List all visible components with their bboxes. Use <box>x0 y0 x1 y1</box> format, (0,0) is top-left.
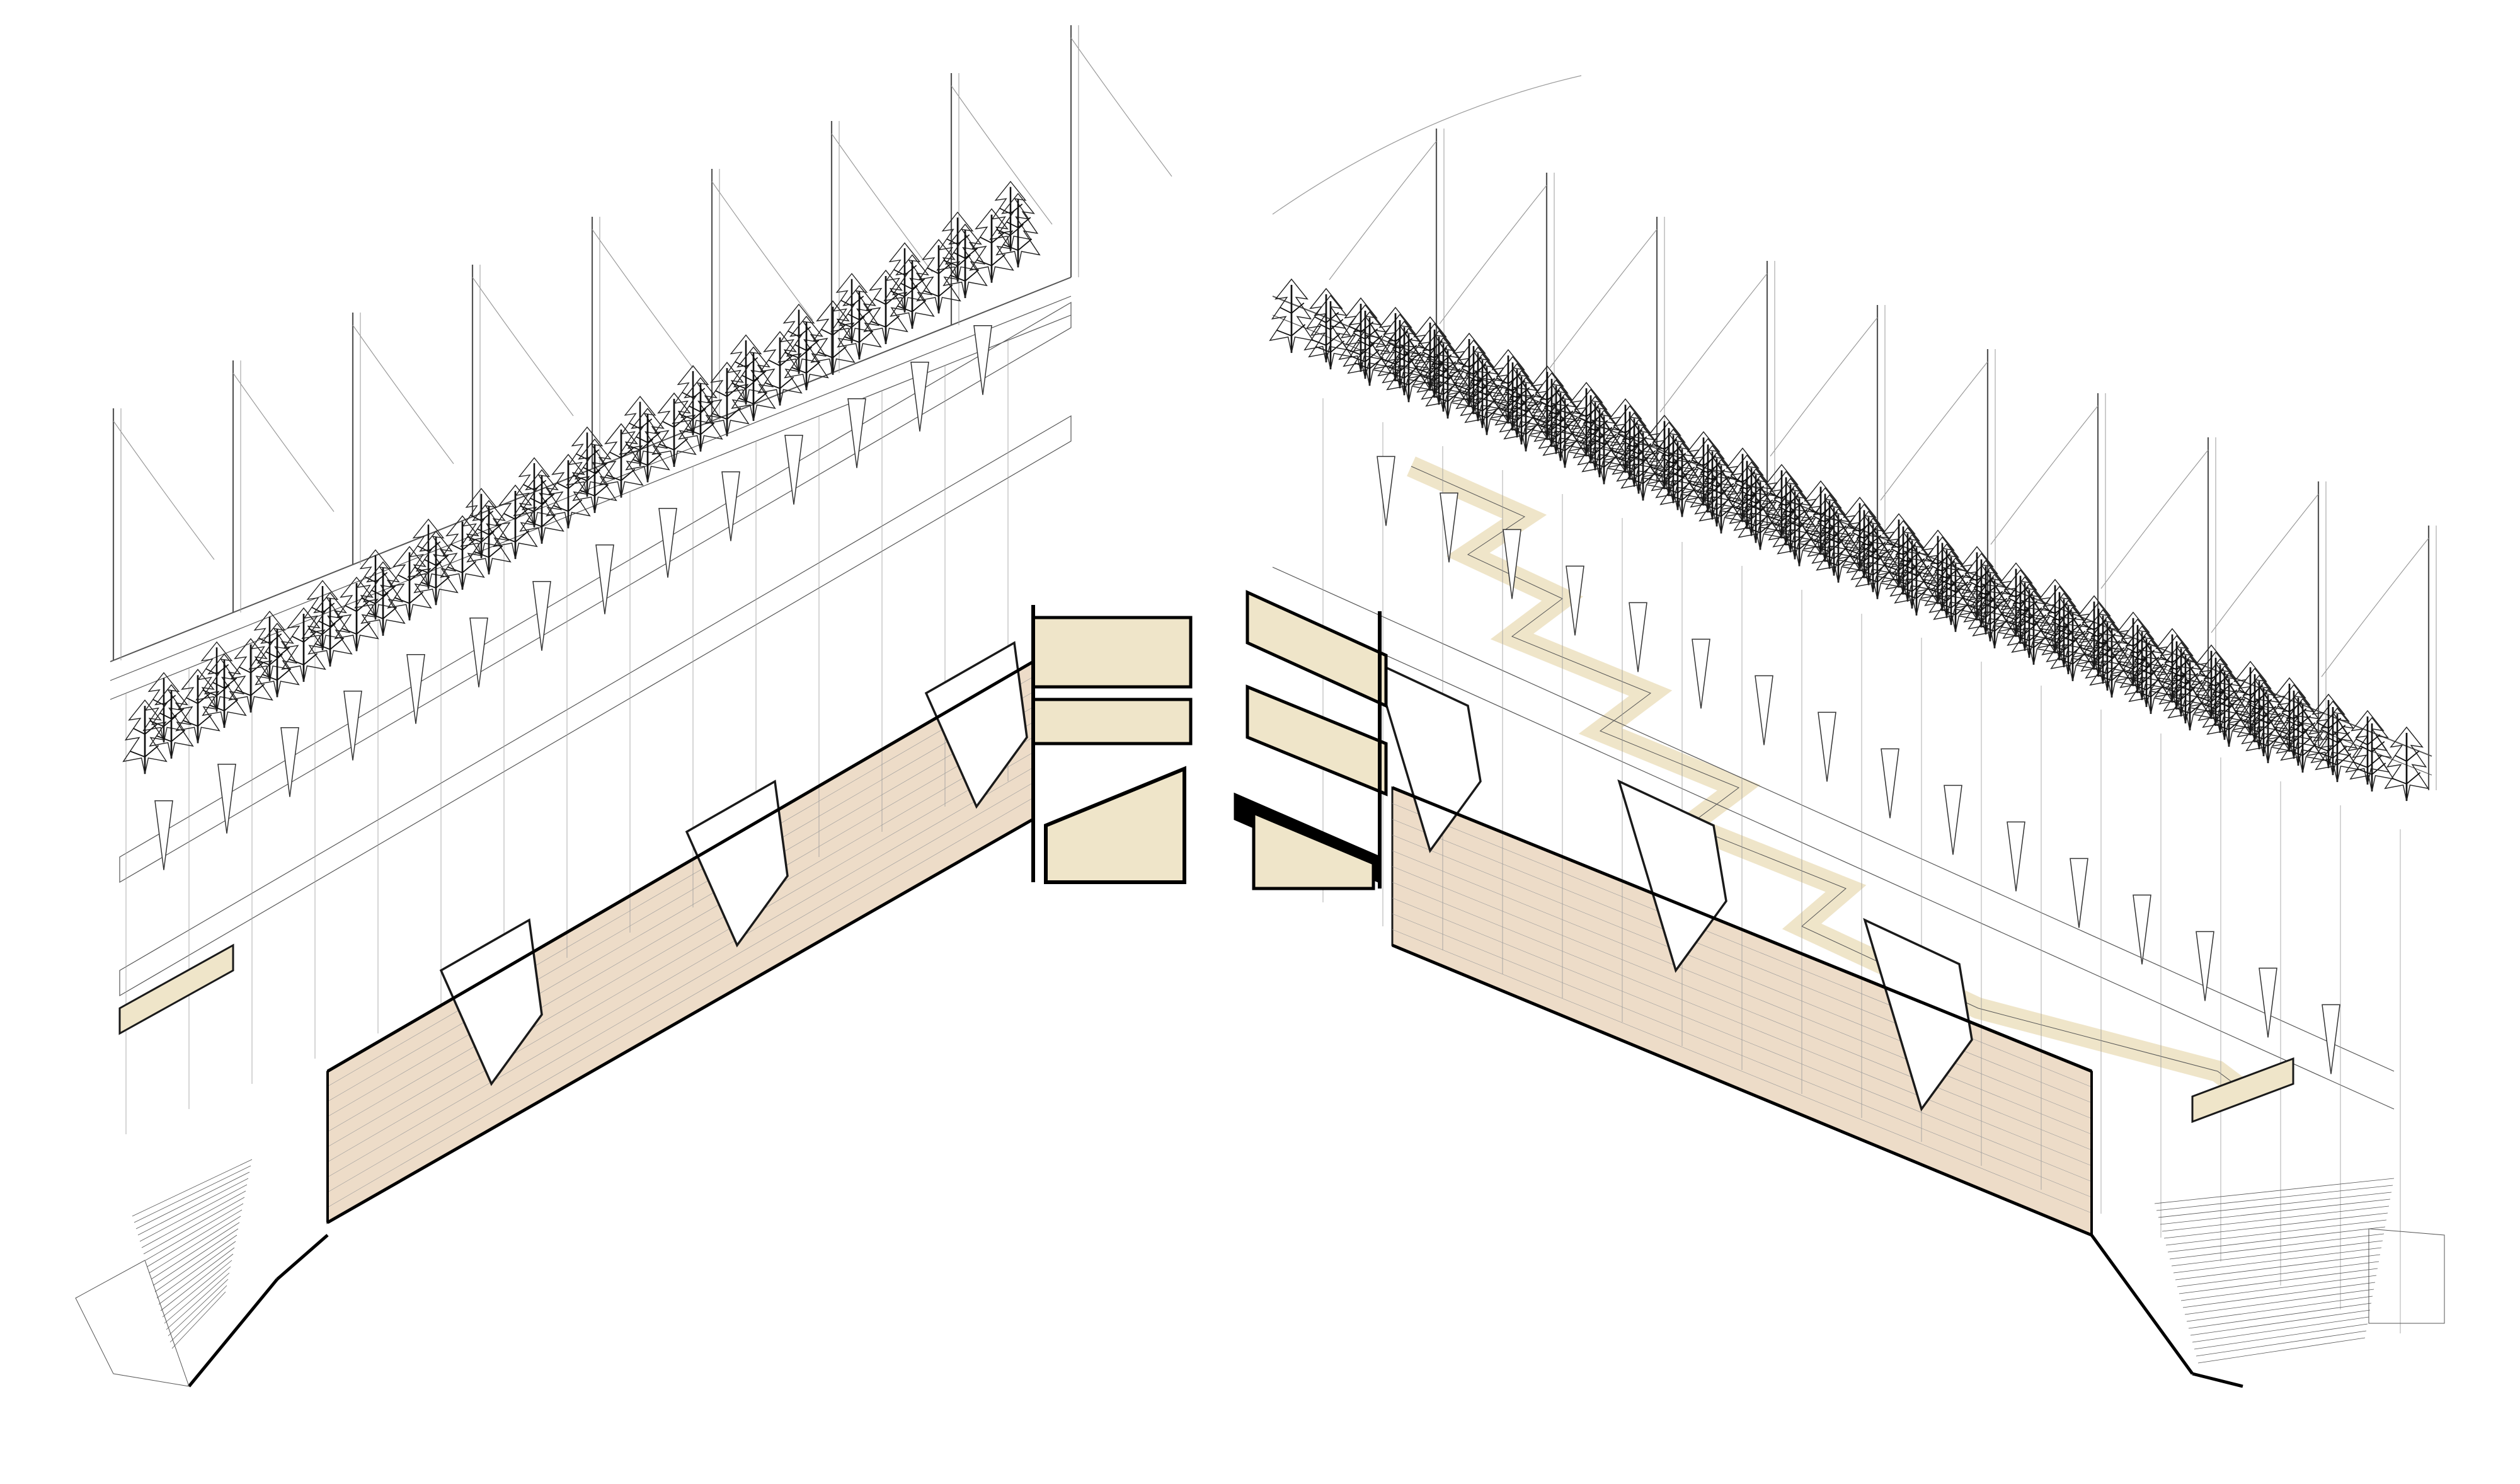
left-wing <box>75 25 1193 1388</box>
right-wing <box>1234 75 2445 1388</box>
